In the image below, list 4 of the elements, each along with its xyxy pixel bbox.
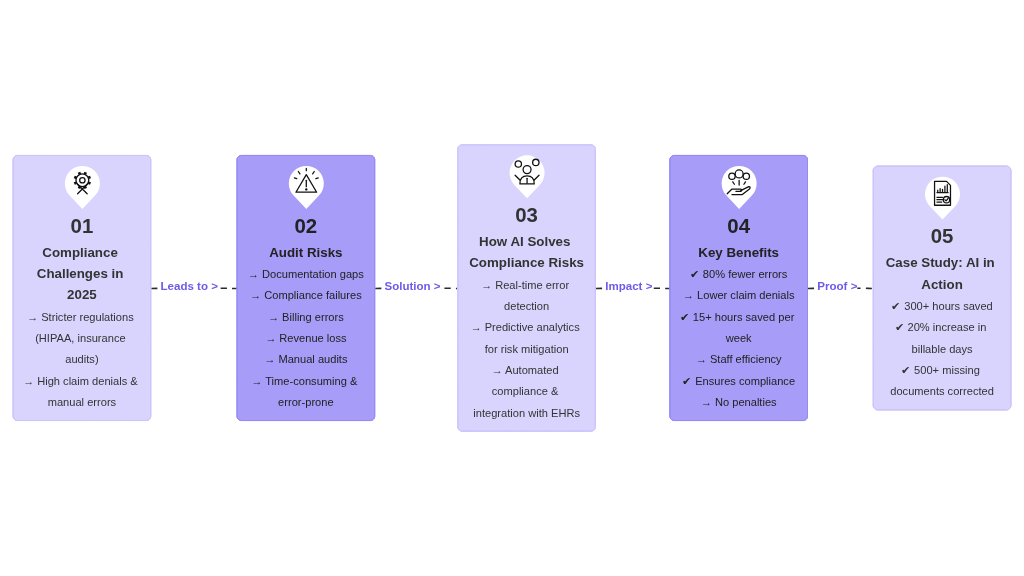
edge-label: Leads to > [160, 279, 218, 293]
edge-label: Impact > [605, 279, 653, 293]
edge-label: Solution > [384, 279, 441, 293]
edge-label: Proof > [817, 279, 858, 293]
